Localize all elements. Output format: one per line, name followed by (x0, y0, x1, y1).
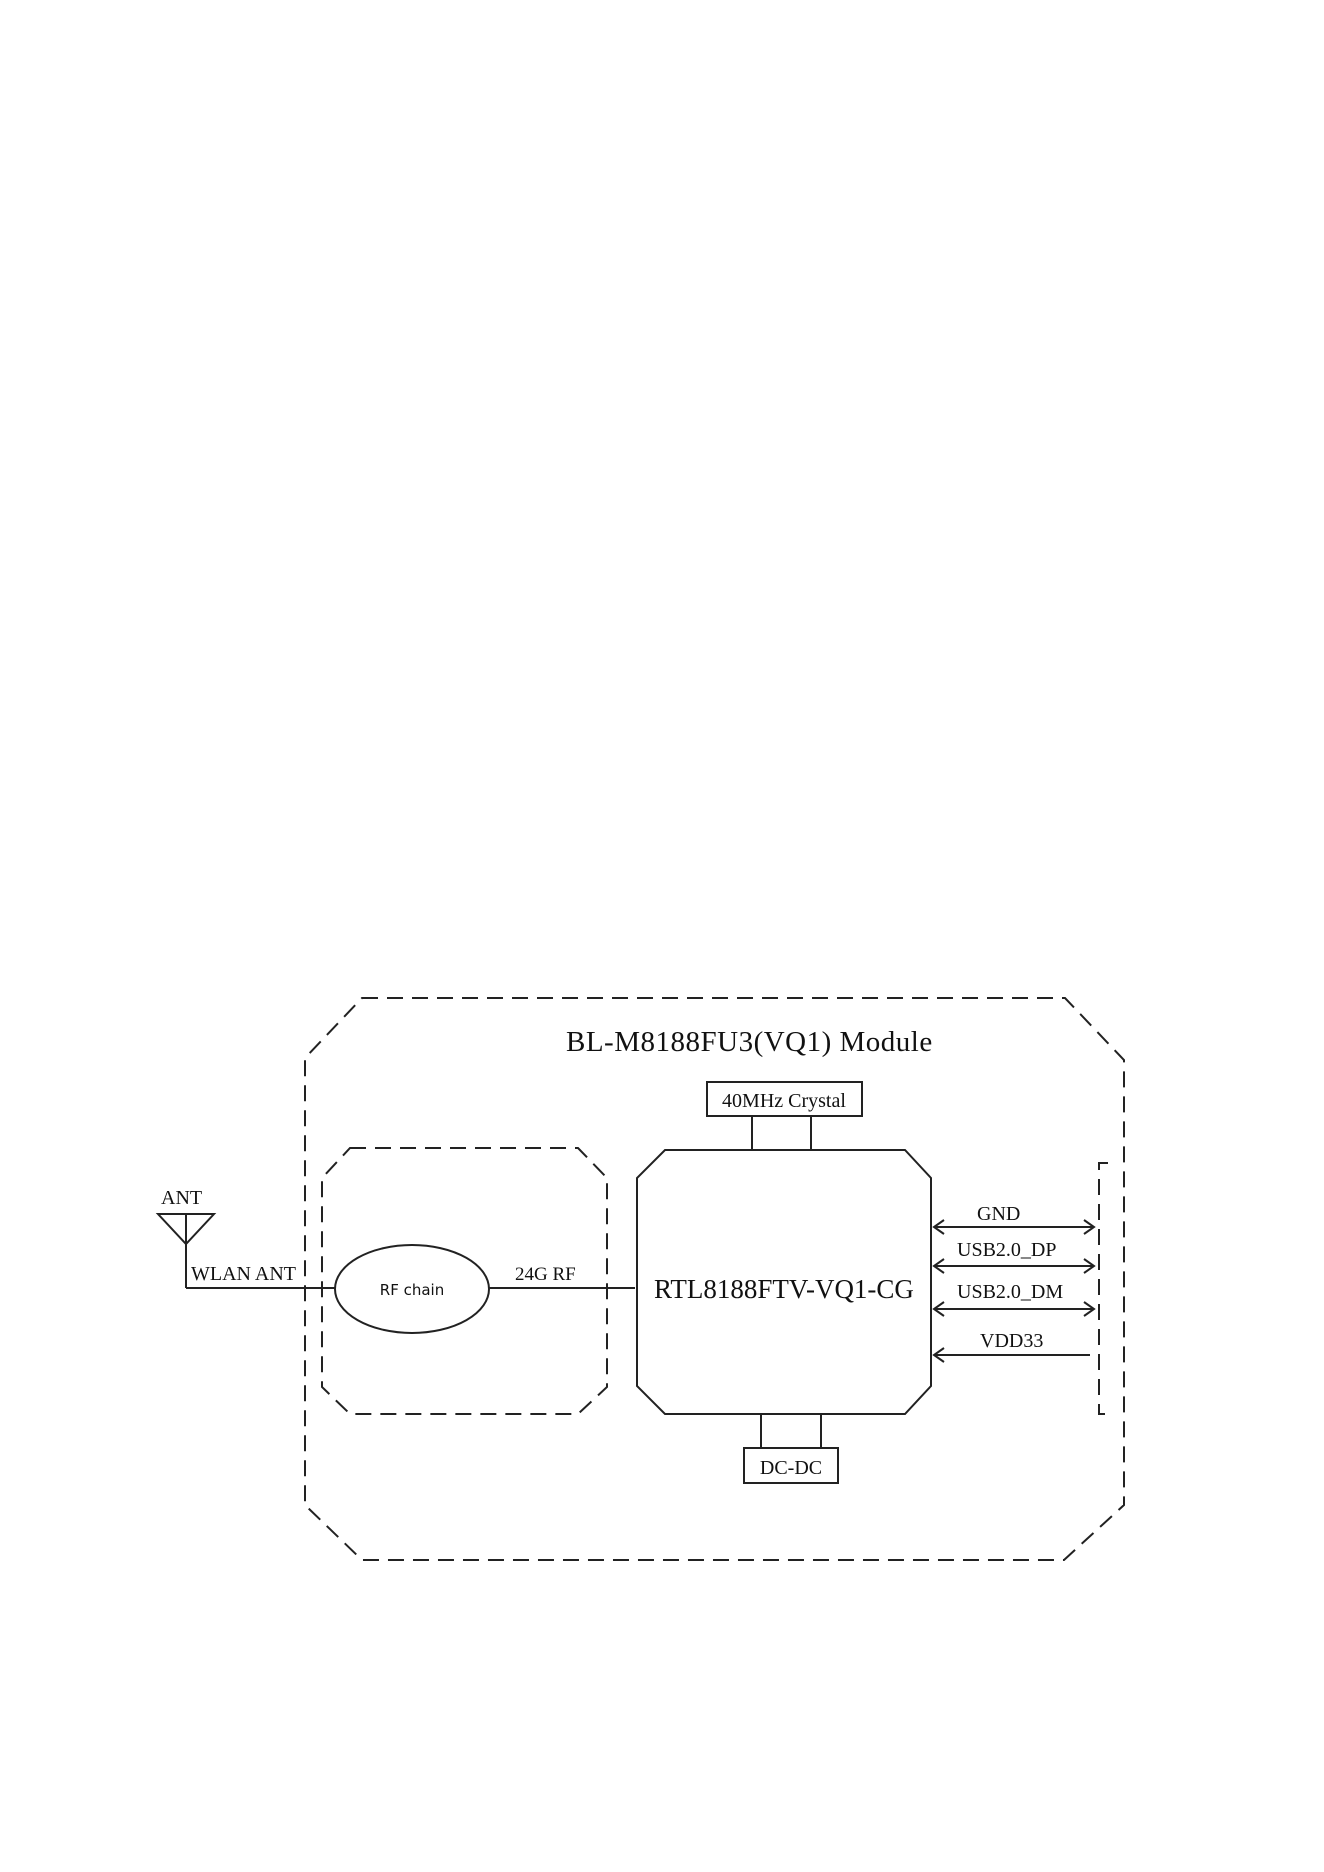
signal-usb-dp-arrow (934, 1259, 1094, 1273)
signal-label-gnd: GND (977, 1203, 1020, 1225)
antenna-label: ANT (161, 1187, 202, 1209)
signal-label-usb-dm: USB2.0_DM (957, 1281, 1063, 1303)
wlan-ant-label: WLAN ANT (191, 1263, 296, 1285)
module-title: BL-M8188FU3(VQ1) Module (566, 1026, 933, 1058)
dcdc-label: DC-DC (760, 1457, 822, 1479)
rf-output-label: 24G RF (515, 1264, 576, 1285)
signal-label-vdd33: VDD33 (980, 1330, 1043, 1352)
signal-label-usb-dp: USB2.0_DP (957, 1239, 1056, 1261)
rf-chain-label: RF chain (380, 1281, 444, 1299)
signal-usb-dm-arrow (934, 1302, 1094, 1316)
crystal-label: 40MHz Crystal (722, 1090, 846, 1112)
interface-connector (1099, 1163, 1108, 1414)
chip-label: RTL8188FTV-VQ1-CG (654, 1274, 914, 1304)
